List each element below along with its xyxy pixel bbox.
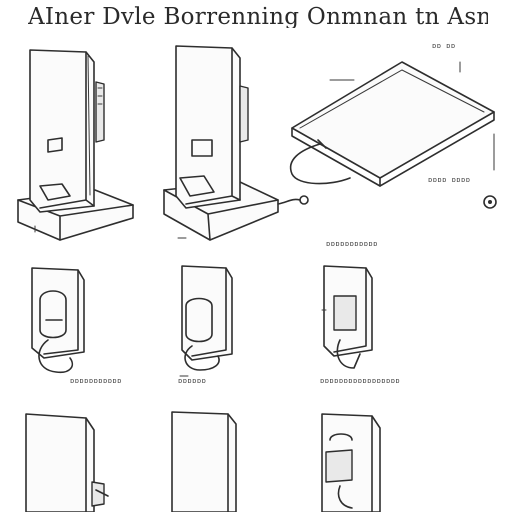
phone-holder-bottom-right-illustration bbox=[321, 413, 381, 512]
tablet-with-cable-illustration bbox=[289, 61, 497, 209]
tablet-code-label: ɒɒɒɒ ɒɒɒɒ bbox=[428, 176, 471, 184]
phone-ring-stand-middle-illustration bbox=[179, 265, 233, 377]
phone-dock-center-illustration bbox=[163, 45, 309, 241]
diagram-title: AIner Dvle Borrenning Onmnan tn Asneg bbox=[28, 4, 488, 28]
row1-bottom-label: ɒɒɒɒɒɒɒɒɒɒɒ bbox=[326, 240, 378, 248]
row2-left-label: ɒɒɒɒɒɒɒɒɒɒɒ bbox=[70, 377, 122, 385]
phone-dock-left-illustration bbox=[17, 49, 134, 241]
row2-right-label: ɒɒɒɒɒɒɒɒɒɒɒɒɒɒɒɒɒ bbox=[320, 377, 401, 385]
phone-bottom-middle-illustration bbox=[171, 411, 237, 512]
top-right-code-label: ɒɒ ɒɒ bbox=[432, 42, 456, 50]
row2-mid-label: ɒɒɒɒɒɒ bbox=[178, 377, 207, 385]
phone-post-stand-right-illustration bbox=[321, 265, 373, 369]
phone-ring-stand-left-illustration bbox=[31, 267, 85, 374]
phone-bottom-left-illustration bbox=[25, 413, 109, 512]
